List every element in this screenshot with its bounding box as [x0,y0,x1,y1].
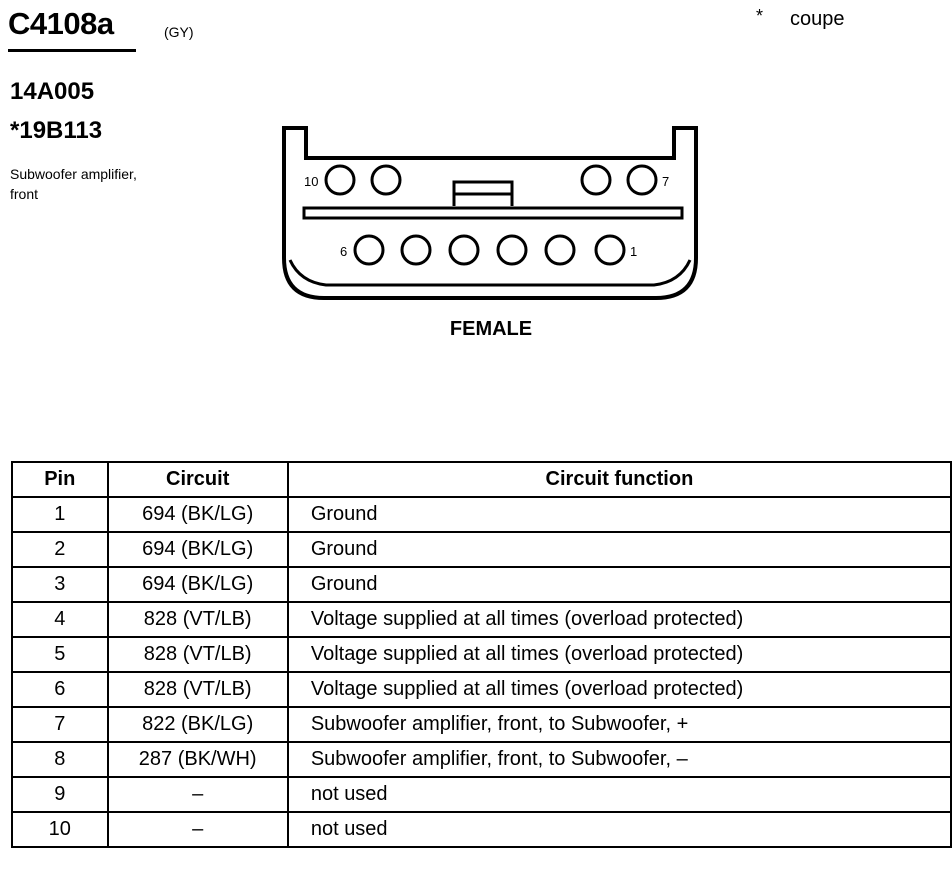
function-cell: Ground [286,496,952,533]
pin-cavity [594,234,626,266]
table-row: 6 828 (VT/LB) Voltage supplied at all ti… [11,671,952,708]
pin-label: 1 [630,244,637,259]
pin-cavity [580,164,612,196]
part-number-alt: *19B113 [10,117,103,144]
column-header-circuit: Circuit [106,461,289,498]
connector-description: Subwoofer amplifier, front [10,164,210,204]
pin-cavity [496,234,528,266]
function-cell: Voltage supplied at all times (overload … [286,601,952,638]
circuit-cell: 828 (VT/LB) [106,601,289,638]
pin-cavity [324,164,356,196]
function-cell: not used [286,811,952,848]
circuit-cell: 694 (BK/LG) [106,531,289,568]
circuit-cell: 822 (BK/LG) [106,706,289,743]
table-header-row: Pin Circuit Circuit function [11,461,952,498]
function-cell: Subwoofer amplifier, front, to Subwoofer… [286,706,952,743]
pin-function-table: Pin Circuit Circuit function 1 694 (BK/L… [11,461,952,848]
circuit-cell: 694 (BK/LG) [106,496,289,533]
column-header-pin: Pin [11,461,109,498]
part-number: 14A005 [10,78,95,105]
pin-cavity [626,164,658,196]
pin-cavity [448,234,480,266]
connector-id: C4108a [8,6,114,41]
circuit-cell: 828 (VT/LB) [106,636,289,673]
pin-cell: 9 [11,776,109,813]
legend-text: coupe [790,8,845,30]
table-row: 2 694 (BK/LG) Ground [11,531,952,568]
function-cell: Voltage supplied at all times (overload … [286,671,952,708]
title-underline [8,49,136,52]
connector-housing [282,126,698,300]
pin-label: 10 [304,174,318,189]
divider-rail [302,206,684,220]
table-row: 7 822 (BK/LG) Subwoofer amplifier, front… [11,706,952,743]
pin-cell: 6 [11,671,109,708]
pin-cavity [370,164,402,196]
pin-cell: 1 [11,496,109,533]
pin-cell: 7 [11,706,109,743]
pin-cell: 10 [11,811,109,848]
pin-cell: 5 [11,636,109,673]
pin-cavity [400,234,432,266]
description-line: Subwoofer amplifier, [10,166,137,182]
pin-label: 6 [340,244,347,259]
table-row: 3 694 (BK/LG) Ground [11,566,952,603]
pin-cavity [544,234,576,266]
circuit-cell: – [106,811,289,848]
table-row: 10 – not used [11,811,952,848]
circuit-cell: – [106,776,289,813]
table-row: 9 – not used [11,776,952,813]
function-cell: Ground [286,531,952,568]
table-row: 1 694 (BK/LG) Ground [11,496,952,533]
pin-cell: 8 [11,741,109,778]
connector-gender: FEMALE [449,318,533,340]
pin-label: 7 [662,174,669,189]
table-row: 5 828 (VT/LB) Voltage supplied at all ti… [11,636,952,673]
description-line: front [10,186,39,202]
pin-cavity [353,234,385,266]
circuit-cell: 828 (VT/LB) [106,671,289,708]
pin-cell: 3 [11,566,109,603]
function-cell: Ground [286,566,952,603]
column-header-function: Circuit function [286,461,952,498]
legend-symbol: * [756,6,764,26]
connector-face-diagram: 10 7 6 1 [282,126,698,300]
circuit-cell: 287 (BK/WH) [106,741,289,778]
housing-inner-curve [288,259,692,287]
pin-cell: 4 [11,601,109,638]
circuit-cell: 694 (BK/LG) [106,566,289,603]
pin-cell: 2 [11,531,109,568]
table-row: 8 287 (BK/WH) Subwoofer amplifier, front… [11,741,952,778]
function-cell: not used [286,776,952,813]
function-cell: Voltage supplied at all times (overload … [286,636,952,673]
connector-color-code: (GY) [164,24,194,40]
table-row: 4 828 (VT/LB) Voltage supplied at all ti… [11,601,952,638]
function-cell: Subwoofer amplifier, front, to Subwoofer… [286,741,952,778]
